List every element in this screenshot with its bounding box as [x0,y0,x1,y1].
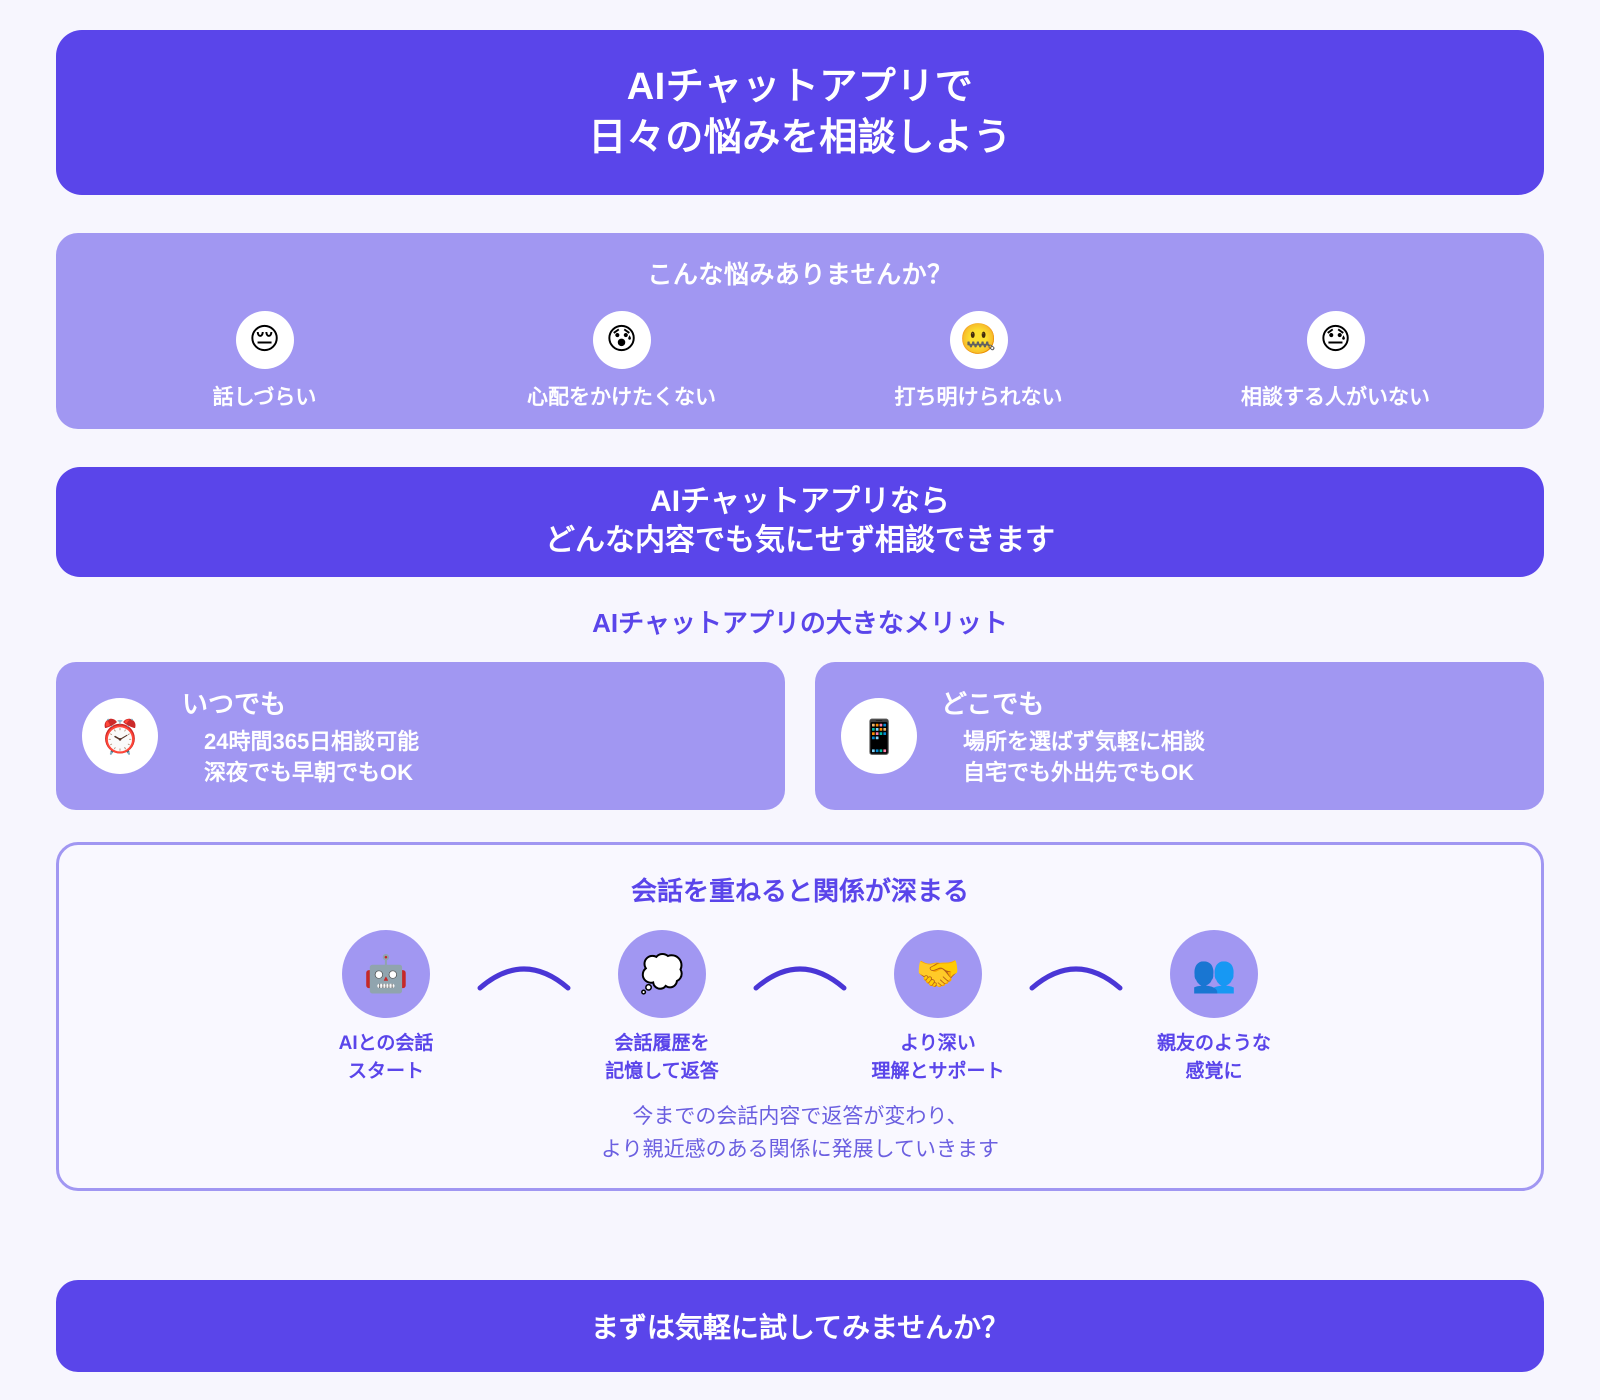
busts-in-silhouette-icon: 👥 [1170,930,1258,1018]
flow-note-line-2: より親近感のある関係に発展していきます [601,1137,999,1161]
concern-item: 😔 話しづらい [115,311,415,411]
flow-step-label-line-2: 理解とサポート [871,1060,1005,1082]
solution-line-2: どんな内容でも気にせず相談できます [545,524,1055,557]
concern-item: 😓 相談する人がいない [1186,311,1486,411]
flow-section: 会話を重ねると関係が深まる 🤖 AIとの会話 スタート 💭 会話履歴を 記憶して… [56,842,1544,1192]
flow-title: 会話を重ねると関係が深まる [630,876,969,906]
flow-steps: 🤖 AIとの会話 スタート 💭 会話履歴を 記憶して返答 [296,930,1304,1085]
flow-step-label: 会話履歴を 記憶して返答 [605,1030,718,1085]
merit-detail-line-1: 24時間365日相談可能 [204,728,420,754]
handshake-icon: 🤝 [894,930,982,1018]
mobile-phone-icon: 📱 [841,698,917,774]
anxious-face-with-sweat-icon: 😰 [592,311,651,369]
merit-title: いつでも [182,688,287,719]
zipper-mouth-face-icon: 🤐 [949,311,1008,369]
merit-card-anytime: ⏰ いつでも 24時間365日相談可能 深夜でも早朝でもOK [56,662,785,810]
merit-detail-line-1: 場所を選ばず気軽に相談 [963,728,1206,754]
thought-balloon-icon: 💭 [618,930,706,1018]
merit-detail-line-2: 自宅でも外出先でもOK [963,760,1195,785]
merit-detail-line-2: 深夜でも早朝でもOK [204,760,414,785]
concern-label: 心配をかけたくない [527,386,716,409]
flow-step-4: 👥 親友のような 感覚に [1124,930,1304,1085]
concern-label: 相談する人がいない [1241,386,1430,409]
pensive-face-icon: 😔 [235,311,294,369]
downcast-face-with-sweat-icon: 😓 [1306,311,1365,369]
robot-icon: 🤖 [342,930,430,1018]
flow-connector-arc [1028,930,1124,1018]
alarm-clock-icon: ⏰ [82,698,158,774]
merits-list: ⏰ いつでも 24時間365日相談可能 深夜でも早朝でもOK 📱 どこでも 場所… [56,662,1544,810]
concerns-list: 😔 話しづらい 😰 心配をかけたくない 🤐 打ち明けられない 😓 相談する人がい… [86,311,1514,411]
hero-title-line-2: 日々の悩みを相談しよう [588,116,1012,159]
merit-text: どこでも 場所を選ばず気軽に相談 自宅でも外出先でもOK [941,684,1205,788]
flow-step-1: 🤖 AIとの会話 スタート [296,930,476,1085]
hero-banner: AIチャットアプリで 日々の悩みを相談しよう [56,30,1544,195]
flow-step-label-line-1: 親友のような [1156,1033,1271,1054]
flow-connector-arc [752,930,848,1018]
flow-step-2: 💭 会話履歴を 記憶して返答 [572,930,752,1085]
concerns-section: こんな悩みありませんか？ 😔 話しづらい 😰 心配をかけたくない 🤐 打ち明けら… [56,233,1544,429]
flow-step-label: より深い 理解とサポート [871,1030,1004,1085]
concern-label: 打ち明けられない [894,386,1063,409]
concern-item: 😰 心配をかけたくない [472,311,772,411]
flow-step-label-line-1: 会話履歴を [614,1033,710,1054]
flow-step-label: 親友のような 感覚に [1157,1030,1271,1085]
solution-banner: AIチャットアプリなら どんな内容でも気にせず相談できます [56,467,1544,577]
flow-step-label-line-1: より深い [900,1033,976,1054]
flow-connector-arc [476,930,572,1018]
merits-heading: AIチャットアプリの大きなメリット [592,608,1008,638]
concerns-title: こんな悩みありませんか？ [647,261,953,289]
hero-title-line-1: AIチャットアプリで [626,65,974,108]
flow-step-label-line-2: 記憶して返答 [605,1060,719,1082]
flow-step-3: 🤝 より深い 理解とサポート [848,930,1028,1085]
flow-step-label-line-2: 感覚に [1185,1060,1243,1082]
flow-note-line-1: 今までの会話内容で返答が変わり、 [632,1105,968,1129]
flow-step-label-line-2: スタート [347,1060,424,1082]
concern-item: 🤐 打ち明けられない [829,311,1129,411]
merit-text: いつでも 24時間365日相談可能 深夜でも早朝でもOK [182,684,419,788]
merit-card-anywhere: 📱 どこでも 場所を選ばず気軽に相談 自宅でも外出先でもOK [815,662,1544,810]
flow-step-label: AIとの会話 スタート [339,1030,434,1085]
cta-banner[interactable]: まずは気軽に試してみませんか？ [56,1280,1544,1372]
merit-title: どこでも [941,688,1045,719]
solution-line-1: AIチャットアプリなら [650,485,950,519]
concern-label: 話しづらい [212,386,317,409]
flow-note: 今までの会話内容で返答が変わり、 より親近感のある関係に発展していきます [601,1101,999,1166]
flow-step-label-line-1: AIとの会話 [338,1033,434,1054]
